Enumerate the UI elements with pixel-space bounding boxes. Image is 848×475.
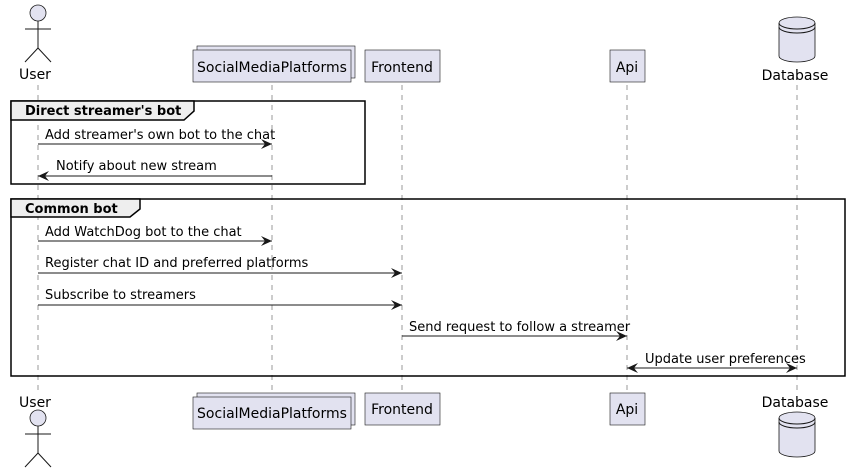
frontend-box-bottom: Frontend (364, 392, 441, 426)
frontend-label-bottom: Frontend (371, 402, 433, 418)
user-label-top: User (19, 67, 51, 83)
message-register-chat-id: Register chat ID and preferred platforms (45, 256, 308, 271)
socialmediaplatforms-label-bottom: SocialMediaPlatforms (197, 406, 347, 422)
database-top: Database (762, 16, 829, 84)
group-direct-streamers-bot: Direct streamer's bot (10, 100, 366, 185)
database-label-top: Database (762, 68, 829, 84)
message-add-watchdog-bot: Add WatchDog bot to the chat (45, 225, 242, 240)
message-subscribe-streamers: Subscribe to streamers (45, 288, 196, 303)
database-label-bottom: Database (762, 395, 829, 411)
user-actor-top: User (19, 4, 52, 83)
message-update-preferences: Update user preferences (645, 352, 806, 367)
database-bottom: Database (762, 395, 829, 458)
user-label-bottom: User (19, 395, 51, 411)
group-common-bot: Common bot (10, 198, 846, 377)
socialmediaplatforms-box-top: SocialMediaPlatforms (192, 45, 356, 83)
frontend-box-top: Frontend (364, 49, 441, 83)
api-box-top: Api (609, 49, 646, 83)
message-follow-request: Send request to follow a streamer (409, 320, 631, 335)
api-label-bottom: Api (616, 402, 638, 418)
message-notify-new-stream: Notify about new stream (56, 159, 217, 174)
message-add-own-bot: Add streamer's own bot to the chat (45, 128, 275, 143)
group-title-common: Common bot (25, 202, 118, 217)
socialmediaplatforms-label-top: SocialMediaPlatforms (197, 60, 347, 76)
frontend-label-top: Frontend (371, 60, 433, 76)
socialmediaplatforms-box-bottom: SocialMediaPlatforms (192, 392, 356, 430)
user-actor-bottom: User (19, 395, 52, 468)
api-box-bottom: Api (609, 392, 646, 426)
group-title-direct: Direct streamer's bot (25, 104, 181, 119)
api-label-top: Api (616, 60, 638, 76)
